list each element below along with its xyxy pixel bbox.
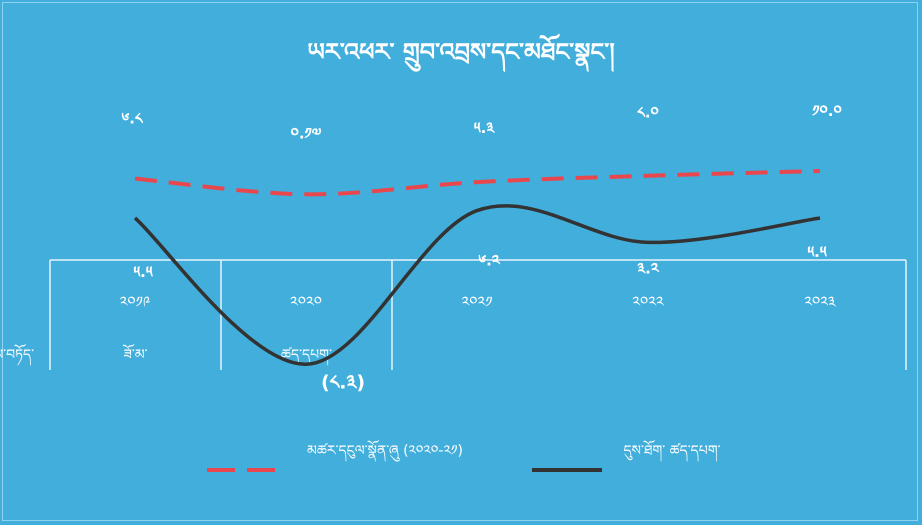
legend: མཚར་དངུལ་སྣོན་ཞུ (༢༠༢༠-༢༡) དུས་ཐོག་ ཚད་དཔ…: [207, 439, 721, 472]
series-lines: [133, 169, 821, 367]
series-line-solid: [133, 204, 821, 367]
legend-label: མཚར་དངུལ་སྣོན་ཞུ (༢༠༢༠-༢༡): [307, 439, 463, 462]
data-label-dashed: ༡༠.༠: [812, 102, 841, 120]
data-label-solid: ༥.༥: [133, 263, 153, 281]
data-label-solid: (༨.༣): [321, 371, 365, 393]
legend-label: དུས་ཐོག་ ཚད་དཔག་: [623, 439, 720, 462]
category-tick-label: ༢༠༢༠: [290, 293, 322, 311]
category-tick-label: ༢༠༢༣: [804, 293, 837, 311]
data-label-solid: ༣.༢: [637, 259, 659, 277]
chart-title: ཡར་འཕར་ གྲུབ་འབྲས་དང་མཐོང་སྣང་།: [307, 33, 615, 73]
category-tick-label: ༢༠༡༩: [120, 293, 151, 311]
data-label-dashed: ༨.༠: [637, 104, 659, 122]
data-labels: ༦.༨ ༠.༡༧ ༥.༣ ༨.༠ ༡༠.༠ ༥.༥ (༨.༣) ༦.༢ ༣.༢ ༥.༥: [121, 102, 841, 393]
data-label-dashed: ༠.༡༧: [291, 124, 322, 142]
data-label-dashed: ༦.༨: [121, 110, 143, 128]
category-tick-label: ༢༠༢༢: [632, 293, 665, 311]
category-tick-label: ༢༠༢༡: [461, 293, 492, 311]
group-label: དམིགས་བཏོད་: [0, 343, 34, 366]
data-label-dashed: ༥.༣: [474, 119, 495, 137]
group-label: ཟོ་མ་: [122, 343, 147, 363]
data-label-solid: ༦.༢: [478, 252, 500, 270]
data-label-solid: ༥.༥: [807, 243, 827, 261]
series-line-dashed: [134, 169, 821, 197]
